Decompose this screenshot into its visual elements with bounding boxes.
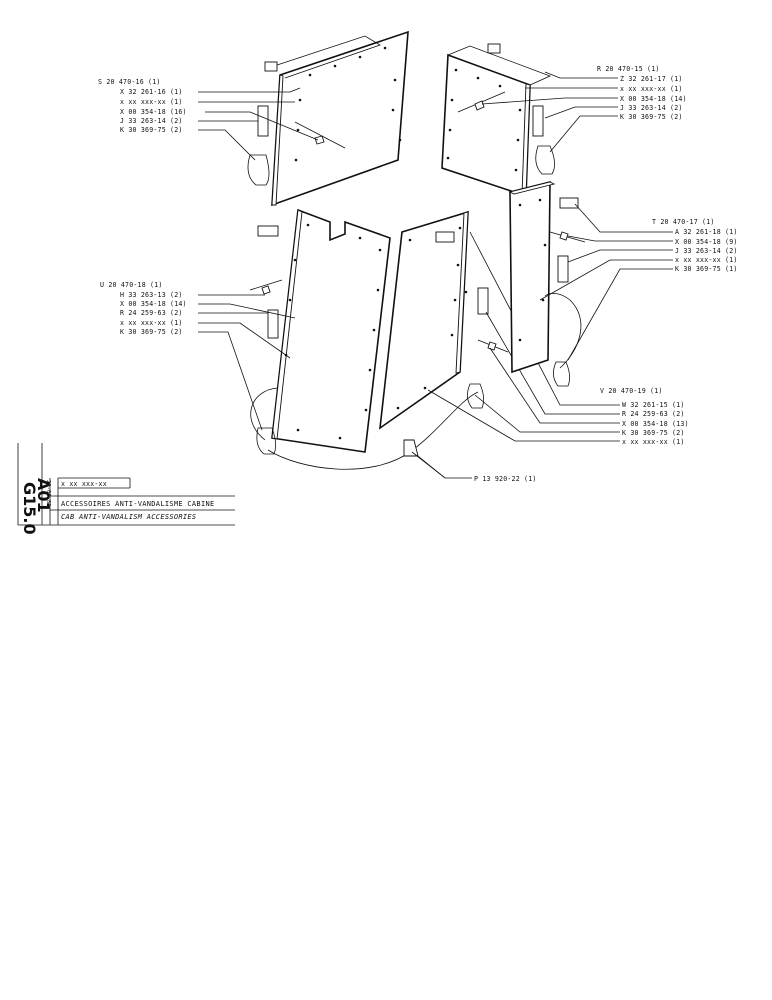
callout-v-1: W 32 261-15 (1) xyxy=(622,401,685,409)
panel-v-rod xyxy=(487,341,497,351)
panel-s-rod xyxy=(314,135,325,145)
title-block: A01 G15.0 G15.0 26-06-81 x xx xxx-xx ACC… xyxy=(17,443,235,535)
callout-u-2: X 00 354-18 (14) xyxy=(120,300,187,308)
panel-t-rod xyxy=(559,231,569,241)
cable-p-right xyxy=(544,292,582,369)
code-a: A01 xyxy=(34,478,53,513)
callout-u-labels: U 20 470-18 (1) H 33 263-13 (2) X 00 354… xyxy=(100,281,296,431)
panel-s-edge xyxy=(271,74,284,206)
panel-v-latch xyxy=(477,287,489,315)
callout-r-1: Z 32 261-17 (1) xyxy=(620,75,683,83)
callout-t-5: K 30 369-75 (1) xyxy=(675,265,738,273)
callout-u-0: U 20 470-18 (1) xyxy=(100,281,163,289)
callout-s-0: S 20 470-16 (1) xyxy=(98,78,161,86)
panel-r xyxy=(441,53,531,198)
panel-v-assembly xyxy=(379,210,509,430)
panel-s-clip xyxy=(247,154,270,186)
panel-t-edge xyxy=(508,181,556,195)
panel-s-assembly xyxy=(247,30,409,207)
callout-s-4: J 33 263-14 (2) xyxy=(120,117,183,125)
callout-v-4: K 30 369-75 (2) xyxy=(622,429,685,437)
callout-r-4: J 33 263-14 (2) xyxy=(620,104,683,112)
callout-u-1: H 33 263-13 (2) xyxy=(120,291,183,299)
panel-u-latch xyxy=(267,309,279,339)
panel-v-edge xyxy=(455,211,469,374)
callout-v-2: R 24 259-63 (2) xyxy=(622,410,685,418)
cable-p-assembly xyxy=(250,292,582,470)
callout-u-5: K 30 369-75 (2) xyxy=(120,328,183,336)
callout-r-2: x xx xxx-xx (1) xyxy=(620,85,683,93)
code-b-visible: G15.0 xyxy=(20,482,39,535)
callout-v-5: x xx xxx-xx (1) xyxy=(622,438,685,446)
title-en: CAB ANTI-VANDALISM ACCESSORIES xyxy=(61,513,196,521)
callout-s-2: x xx xxx-xx (1) xyxy=(120,98,183,106)
cable-p-clamp xyxy=(403,439,419,457)
callout-p-labels: P 13 920-22 (1) xyxy=(411,451,537,483)
callout-v-labels: V 20 470-19 (1) W 32 261-15 (1) R 24 259… xyxy=(427,231,689,446)
panel-u-clip xyxy=(256,427,276,455)
callout-r-3: X 00 354-18 (14) xyxy=(620,95,687,103)
callout-u-4: x xx xxx-xx (1) xyxy=(120,319,183,327)
callout-t-1: A 32 261-18 (1) xyxy=(675,228,738,236)
callout-t-0: T 20 470-17 (1) xyxy=(652,218,715,226)
panel-r-rod xyxy=(474,100,485,111)
ref-box: x xx xxx-xx xyxy=(61,480,107,488)
panel-r-bracket xyxy=(487,43,501,54)
callout-r-0: R 20 470-15 (1) xyxy=(597,65,660,73)
panel-s xyxy=(271,30,409,207)
panel-t-latch xyxy=(557,255,569,283)
title-fr: ACCESSOIRES ANTI-VANDALISME CABINE xyxy=(61,500,215,508)
callout-s-1: X 32 261-16 (1) xyxy=(120,88,183,96)
callout-v-3: X 00 354-18 (13) xyxy=(622,420,689,428)
callout-t-4: x xx xxx-xx (1) xyxy=(675,256,738,264)
callout-s-labels: S 20 470-16 (1) X 32 261-16 (1) x xx xxx… xyxy=(98,78,319,161)
panel-r-assembly xyxy=(441,43,555,198)
cable-p xyxy=(250,387,279,441)
callout-r-labels: R 20 470-15 (1) Z 32 261-17 (1) x xx xxx… xyxy=(481,65,687,153)
date: 26-06-81 xyxy=(45,480,51,507)
panel-r-latch xyxy=(532,105,544,137)
callout-t-3: J 33 263-14 (2) xyxy=(675,247,738,255)
panel-s-bracket xyxy=(264,61,278,72)
callout-v-0: V 20 470-19 (1) xyxy=(600,387,663,395)
panel-u xyxy=(271,208,391,453)
panel-v-clip xyxy=(467,383,484,409)
panel-v-bracket xyxy=(435,231,455,243)
callout-u-3: R 24 259-63 (2) xyxy=(120,309,183,317)
callout-s-5: K 30 369-75 (2) xyxy=(120,126,183,134)
callout-p: P 13 920-22 (1) xyxy=(474,475,537,483)
panel-u-bracket xyxy=(257,225,279,237)
panel-t-bracket xyxy=(559,197,579,209)
panel-t-clip xyxy=(553,361,570,387)
callout-t-2: X 00 354-18 (9) xyxy=(675,238,738,246)
panel-v xyxy=(379,210,469,430)
callout-s-3: X 00 354-18 (16) xyxy=(120,108,187,116)
panel-t-assembly xyxy=(508,180,586,387)
callout-t-labels: T 20 470-17 (1) A 32 261-18 (1) X 00 354… xyxy=(539,203,738,361)
panel-s-latch xyxy=(257,105,269,137)
callout-r-5: K 30 369-75 (2) xyxy=(620,113,683,121)
panel-r-clip xyxy=(535,145,555,175)
panel-t xyxy=(509,180,551,374)
panel-u-rod xyxy=(261,285,271,295)
panel-u-assembly xyxy=(249,208,391,455)
